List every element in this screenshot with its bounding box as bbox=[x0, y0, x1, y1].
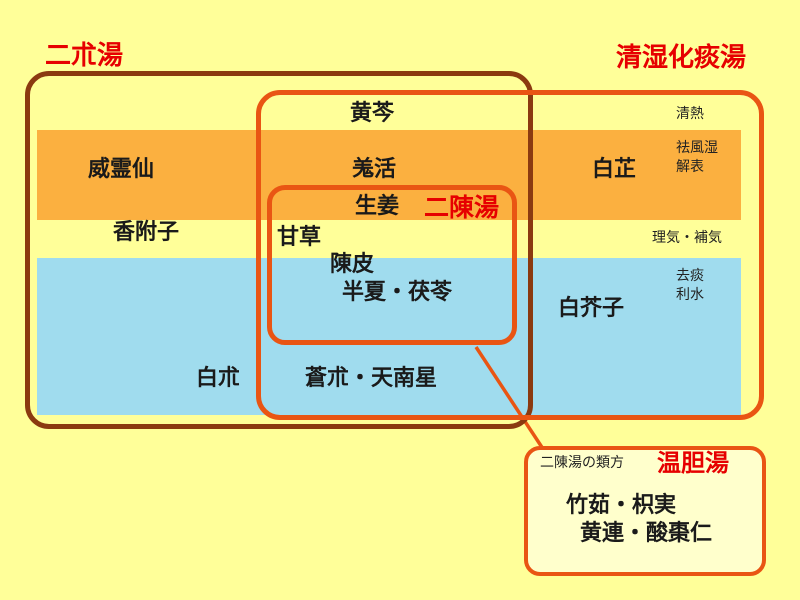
nichinto-outline bbox=[267, 185, 517, 345]
seishitsukatanto-title: 清湿化痰湯 bbox=[616, 43, 747, 73]
category-rikihoki: 理気・補気 bbox=[652, 230, 722, 246]
category-kyotan: 去痰 bbox=[676, 268, 704, 284]
category-risui: 利水 bbox=[676, 287, 704, 303]
band-kyofushitsu-gehyo bbox=[37, 130, 741, 220]
herb-hakugaishi: 白芥子 bbox=[558, 296, 625, 321]
herb-byakujutsu: 白朮 bbox=[196, 366, 241, 391]
herb-chikujo-kijitsu: 竹茹・枳実 bbox=[566, 493, 677, 518]
untanto-title: 温胆湯 bbox=[657, 449, 729, 477]
category-gehyo: 解表 bbox=[676, 159, 704, 175]
herb-shokyo: 生姜 bbox=[355, 194, 400, 219]
category-kyofushitsu: 祛風湿 bbox=[676, 140, 718, 156]
herb-kanzo: 甘草 bbox=[277, 225, 322, 250]
category-seinetsu: 清熱 bbox=[676, 106, 704, 122]
herb-sojutsu-tennansho: 蒼朮・天南星 bbox=[305, 366, 438, 391]
herb-byakushi: 白芷 bbox=[592, 157, 637, 182]
herb-kyokatsu: 羗活 bbox=[352, 157, 397, 182]
nijutsuto-outline bbox=[25, 71, 533, 429]
herb-hange-bukuryo: 半夏・茯苓 bbox=[342, 280, 453, 305]
untanto-callout-box bbox=[524, 446, 766, 576]
herb-kobushi: 香附子 bbox=[113, 220, 180, 245]
herb-oren-sansonin: 黄連・酸棗仁 bbox=[580, 521, 713, 546]
nijutsuto-title: 二朮湯 bbox=[45, 41, 124, 71]
band-kyotan-risui bbox=[37, 258, 741, 415]
nichinto-title: 二陳湯 bbox=[424, 193, 500, 222]
herb-ireisen: 威霊仙 bbox=[88, 157, 155, 182]
seishitsukatanto-outline bbox=[256, 90, 764, 420]
untanto-note: 二陳湯の類方 bbox=[540, 455, 624, 471]
herb-chinpi: 陳皮 bbox=[330, 252, 375, 277]
herb-ogon: 黄芩 bbox=[350, 101, 395, 126]
